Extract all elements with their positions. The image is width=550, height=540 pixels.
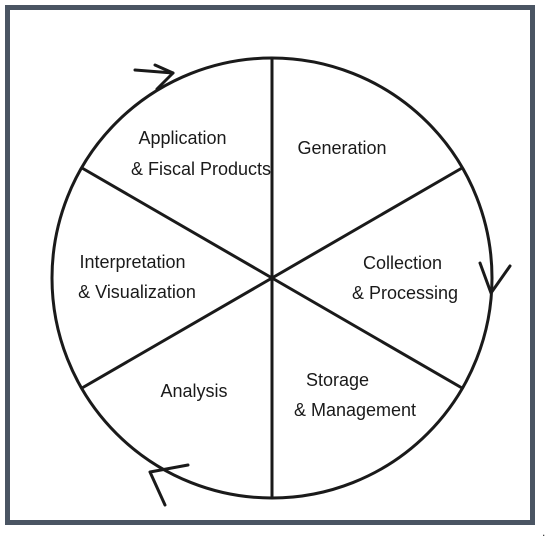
spoke-diagonal-up bbox=[81, 166, 463, 390]
segment-label-generation: Generation bbox=[297, 138, 386, 158]
segment-label-analysis: Analysis bbox=[160, 381, 227, 401]
data-lifecycle-wheel: Generation Collection & Processing Stora… bbox=[50, 56, 512, 507]
arrow-bottom-left-icon bbox=[148, 463, 190, 507]
segment-label-collection-processing: Collection & Processing bbox=[352, 253, 458, 303]
arrow-top-left-icon bbox=[133, 63, 175, 91]
segment-label-application-fiscal-products: Application & Fiscal Products bbox=[131, 128, 271, 179]
arrow-right-icon bbox=[478, 261, 512, 295]
trailing-period: . bbox=[542, 525, 546, 539]
segment-label-storage-management: Storage & Management bbox=[294, 370, 416, 420]
segment-label-interpretation-visualization: Interpretation & Visualization bbox=[78, 252, 196, 302]
diagram-frame: Generation Collection & Processing Stora… bbox=[5, 5, 535, 525]
